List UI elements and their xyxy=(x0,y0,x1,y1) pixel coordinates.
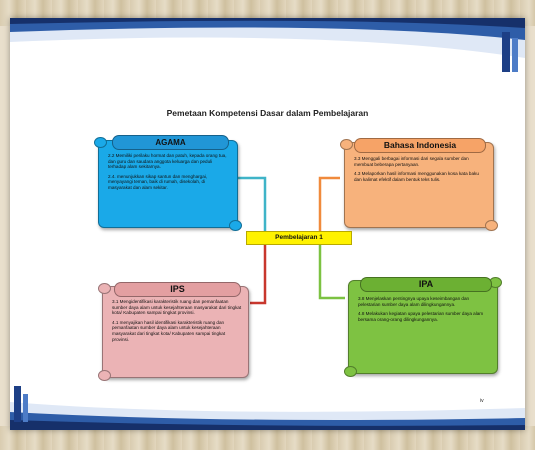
document-page: Pemetaan Kompetensi Dasar dalam Pembelaj… xyxy=(10,18,525,430)
bahasa-indonesia-heading: Bahasa Indonesia xyxy=(354,138,486,153)
ipa-heading: IPA xyxy=(360,277,492,292)
ips-card xyxy=(98,283,249,381)
ipa-kd-3-8: 3.8 Menjelaskan pentingnya upaya keseimb… xyxy=(358,296,470,307)
agama-kd-2-4: 2.4. menunjukkan sikap santun dan mengha… xyxy=(108,173,208,190)
agama-kd-2-2: 2.2 Memiliki perilaku hormat dan patuh, … xyxy=(108,153,227,170)
ipa-kd-4-8: 4.8 Melakukan kegiatan upaya pelestarian… xyxy=(358,311,484,322)
ipa-text: 3.8 Menjelaskan pentingnya upaya keseimb… xyxy=(358,296,488,326)
top-decoration xyxy=(10,18,525,72)
ips-kd-4-1: 4.1 menyajikan hasil identifikasi karakt… xyxy=(112,319,226,342)
ips-text: 3.1 Mengidentifikasi karakteristik ruang… xyxy=(112,299,242,346)
wood-background-bottom xyxy=(0,426,535,450)
page-title: Pemetaan Kompetensi Dasar dalam Pembelaj… xyxy=(166,108,369,118)
center-topic-label: Pembelajaran 1 xyxy=(246,231,352,245)
ipa-card xyxy=(344,277,502,377)
ips-heading: IPS xyxy=(114,282,241,297)
page-number: iv xyxy=(480,398,484,404)
bahasa-indonesia-card xyxy=(340,139,498,231)
bottom-decoration xyxy=(10,386,525,430)
agama-text: 2.2 Memiliki perilaku hormat dan patuh, … xyxy=(108,153,230,195)
bahasa-kd-4-3: 4.3 Melaporkan hasil informasi menggunak… xyxy=(354,171,479,182)
bahasa-indonesia-text: 3.3 Menggali berbagai informasi dari seg… xyxy=(354,156,482,186)
ips-kd-3-1: 3.1 Mengidentifikasi karakteristik ruang… xyxy=(112,299,242,316)
bahasa-kd-3-3: 3.3 Menggali berbagai informasi dari seg… xyxy=(354,156,469,167)
agama-card xyxy=(94,137,242,231)
agama-heading: AGAMA xyxy=(112,135,229,150)
connector-lines xyxy=(235,176,345,305)
